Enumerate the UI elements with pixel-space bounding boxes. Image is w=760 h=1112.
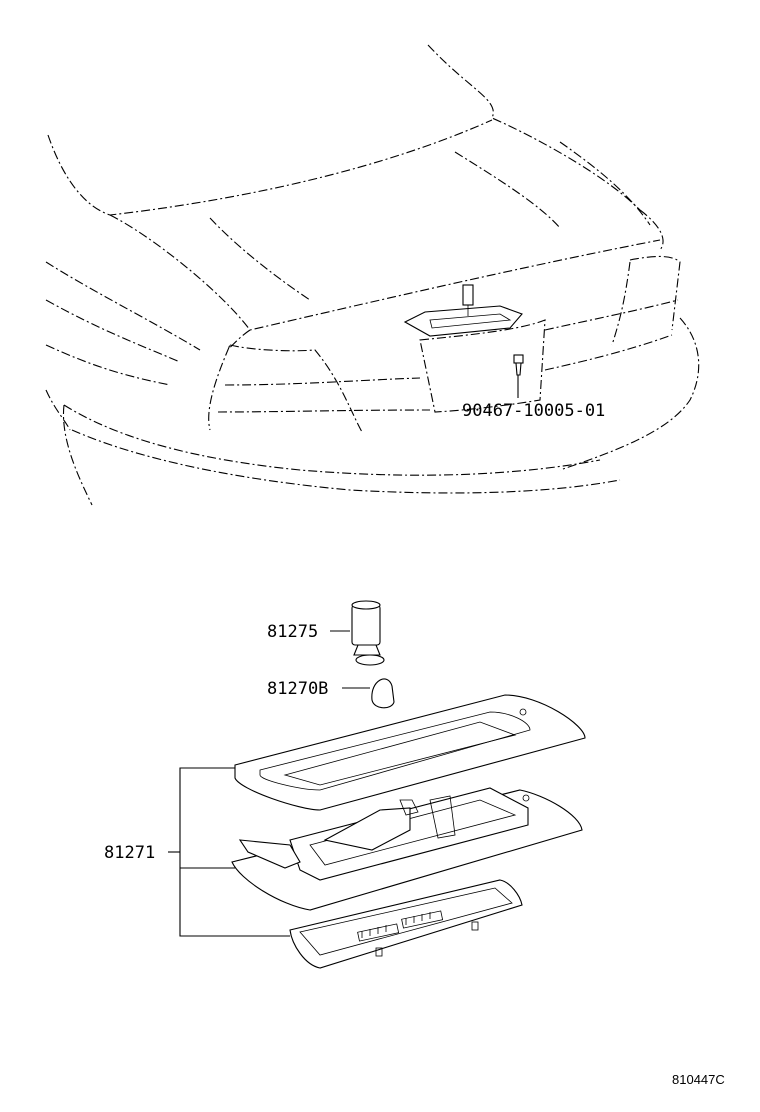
- installed-license-lamp: [403, 284, 523, 337]
- bulb-part: [371, 678, 395, 709]
- assembly-bracket: [168, 767, 290, 937]
- lamp-housing: [231, 787, 583, 911]
- callout-lamp-assembly: 81271: [104, 843, 155, 863]
- callout-screw: 90467-10005-01: [462, 401, 605, 421]
- car-rear-outline: [45, 44, 700, 506]
- gasket-plate: [234, 694, 586, 811]
- callout-bulb: 81270B: [267, 679, 328, 699]
- callout-lamp-socket: 81275: [267, 622, 318, 642]
- figure-id: 810447C: [672, 1072, 725, 1087]
- lamp-lens: [289, 879, 523, 969]
- lamp-socket-part: [351, 600, 385, 666]
- screw-part: [513, 354, 524, 398]
